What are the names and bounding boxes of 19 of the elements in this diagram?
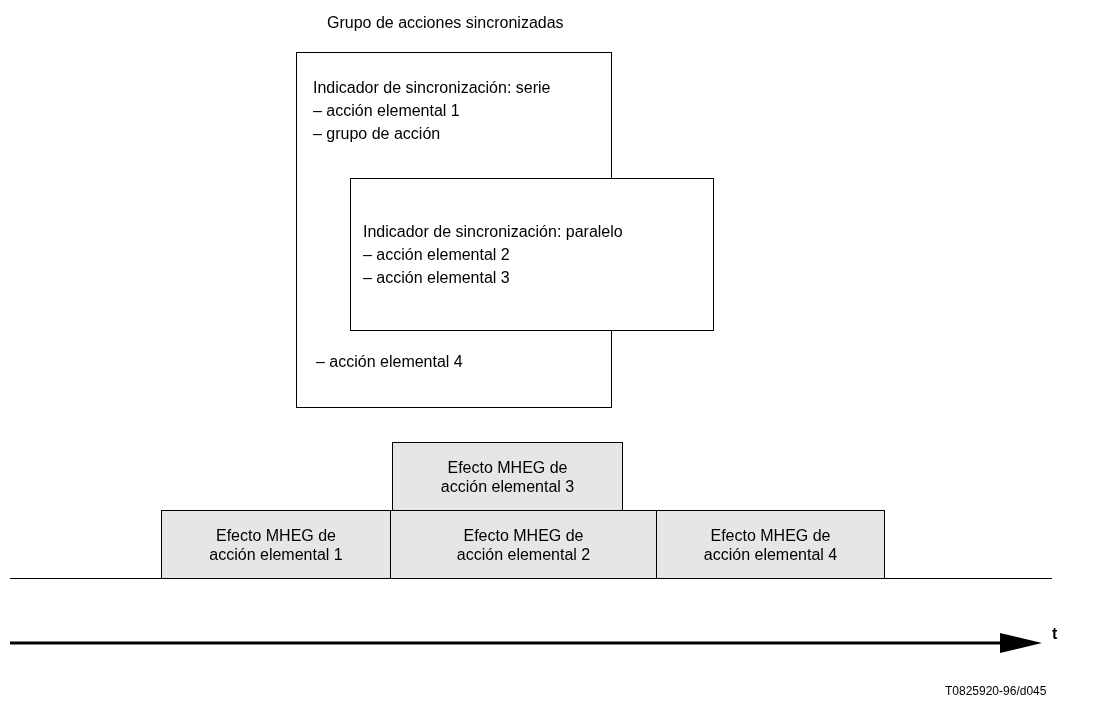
heading: Grupo de acciones sincronizadas [327,13,564,32]
effect-box [656,510,885,579]
box-label: Efecto MHEG de acción elemental 4 [702,525,839,564]
axis-label: t [1052,624,1058,643]
figure-code: T0825920-96/d045 [945,683,1047,700]
list-heading: Indicador de sincronización: paralelo [363,222,623,241]
effect-box [390,510,657,579]
effect-box [161,510,391,579]
list-item: – acción elemental 4 [316,352,463,371]
list-item: – acción elemental 3 [363,268,510,287]
list-item: – acción elemental 1 [313,101,460,120]
box-label: Efecto MHEG de acción elemental 3 [439,457,576,496]
list-heading: Indicador de sincronización: serie [313,78,551,97]
list-item: – grupo de acción [313,124,441,143]
box-label: Efecto MHEG de acción elemental 1 [208,525,344,564]
list-item: – acción elemental 2 [363,245,510,264]
group-box [350,178,714,331]
effect-box [392,442,623,511]
box-label: Efecto MHEG de acción elemental 2 [455,525,592,564]
